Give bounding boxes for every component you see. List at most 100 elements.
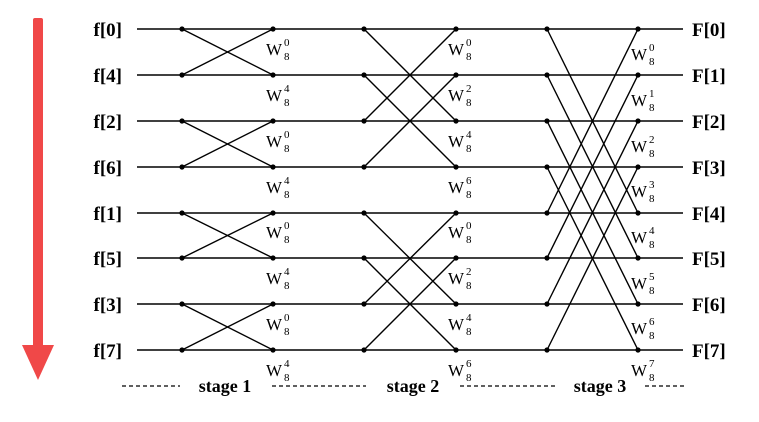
output-label: F[1]	[692, 66, 726, 87]
node-dot	[179, 118, 185, 124]
twiddle-exponent: 6	[466, 358, 472, 370]
twiddle-subscript: 8	[466, 326, 472, 338]
stage-label: stage 1	[199, 376, 252, 396]
twiddle-subscript: 8	[466, 143, 472, 155]
output-label: F[5]	[692, 249, 726, 270]
node-dot	[361, 26, 367, 32]
twiddle-subscript: 8	[284, 143, 290, 155]
node-dot	[453, 301, 459, 307]
twiddle-subscript: 8	[284, 372, 290, 384]
node-dot	[361, 72, 367, 78]
node-dot	[361, 255, 367, 261]
input-label: f[1]	[94, 204, 122, 225]
node-dot	[270, 26, 276, 32]
node-dot	[270, 255, 276, 261]
node-dot	[635, 72, 641, 78]
node-dot	[179, 255, 185, 261]
twiddle-subscript: 8	[649, 193, 655, 205]
butterfly-line	[546, 74, 639, 259]
butterfly-line	[181, 120, 274, 168]
twiddle-subscript: 8	[466, 234, 472, 246]
twiddle-base: W	[448, 40, 465, 59]
butterfly-line	[546, 120, 639, 305]
twiddle-subscript: 8	[284, 280, 290, 292]
twiddle-subscript: 8	[649, 56, 655, 68]
node-dot	[544, 301, 550, 307]
input-label: f[6]	[94, 158, 122, 179]
node-dot	[635, 255, 641, 261]
twiddle-subscript: 8	[649, 285, 655, 297]
butterfly-line	[181, 212, 274, 259]
twiddle-exponent: 4	[284, 175, 290, 187]
output-label: F[3]	[692, 158, 726, 179]
twiddle-base: W	[631, 361, 648, 380]
node-dot	[361, 347, 367, 353]
twiddle-base: W	[266, 361, 283, 380]
stage-label: stage 2	[387, 376, 440, 396]
twiddle-exponent: 5	[649, 271, 655, 283]
butterfly-line	[363, 257, 457, 351]
node-dot	[453, 26, 459, 32]
node-dot	[179, 347, 185, 353]
node-dot	[453, 118, 459, 124]
node-dot	[179, 164, 185, 170]
twiddle-exponent: 0	[466, 220, 472, 232]
node-dot	[270, 118, 276, 124]
output-label: F[2]	[692, 112, 726, 133]
input-label: f[2]	[94, 112, 122, 133]
twiddle-subscript: 8	[284, 51, 290, 63]
twiddle-subscript: 8	[649, 102, 655, 114]
node-dot	[453, 72, 459, 78]
flow-arrow-head	[22, 345, 54, 380]
twiddle-subscript: 8	[284, 326, 290, 338]
butterfly-line	[363, 28, 457, 122]
twiddle-subscript: 8	[466, 189, 472, 201]
twiddle-exponent: 0	[284, 312, 290, 324]
node-dot	[453, 255, 459, 261]
twiddle-base: W	[448, 132, 465, 151]
twiddle-base: W	[266, 269, 283, 288]
twiddle-exponent: 4	[284, 358, 290, 370]
twiddle-subscript: 8	[649, 239, 655, 251]
twiddle-exponent: 4	[649, 225, 655, 237]
node-dot	[635, 26, 641, 32]
node-dot	[179, 301, 185, 307]
twiddle-exponent: 3	[649, 179, 655, 191]
twiddle-exponent: 0	[284, 37, 290, 49]
node-dot	[544, 72, 550, 78]
twiddle-base: W	[448, 178, 465, 197]
node-dot	[635, 210, 641, 216]
node-dot	[361, 118, 367, 124]
twiddle-base: W	[631, 182, 648, 201]
twiddle-subscript: 8	[466, 280, 472, 292]
input-label: f[7]	[94, 341, 122, 362]
twiddle-subscript: 8	[649, 330, 655, 342]
node-dot	[453, 210, 459, 216]
node-dot	[361, 301, 367, 307]
node-dot	[361, 164, 367, 170]
twiddle-exponent: 6	[649, 316, 655, 328]
twiddle-base: W	[266, 132, 283, 151]
twiddle-base: W	[448, 269, 465, 288]
twiddle-subscript: 8	[284, 234, 290, 246]
twiddle-subscript: 8	[284, 189, 290, 201]
twiddle-exponent: 0	[284, 129, 290, 141]
twiddle-base: W	[266, 178, 283, 197]
twiddle-subscript: 8	[466, 97, 472, 109]
twiddle-exponent: 4	[284, 83, 290, 95]
node-dot	[179, 72, 185, 78]
twiddle-exponent: 2	[466, 266, 472, 278]
